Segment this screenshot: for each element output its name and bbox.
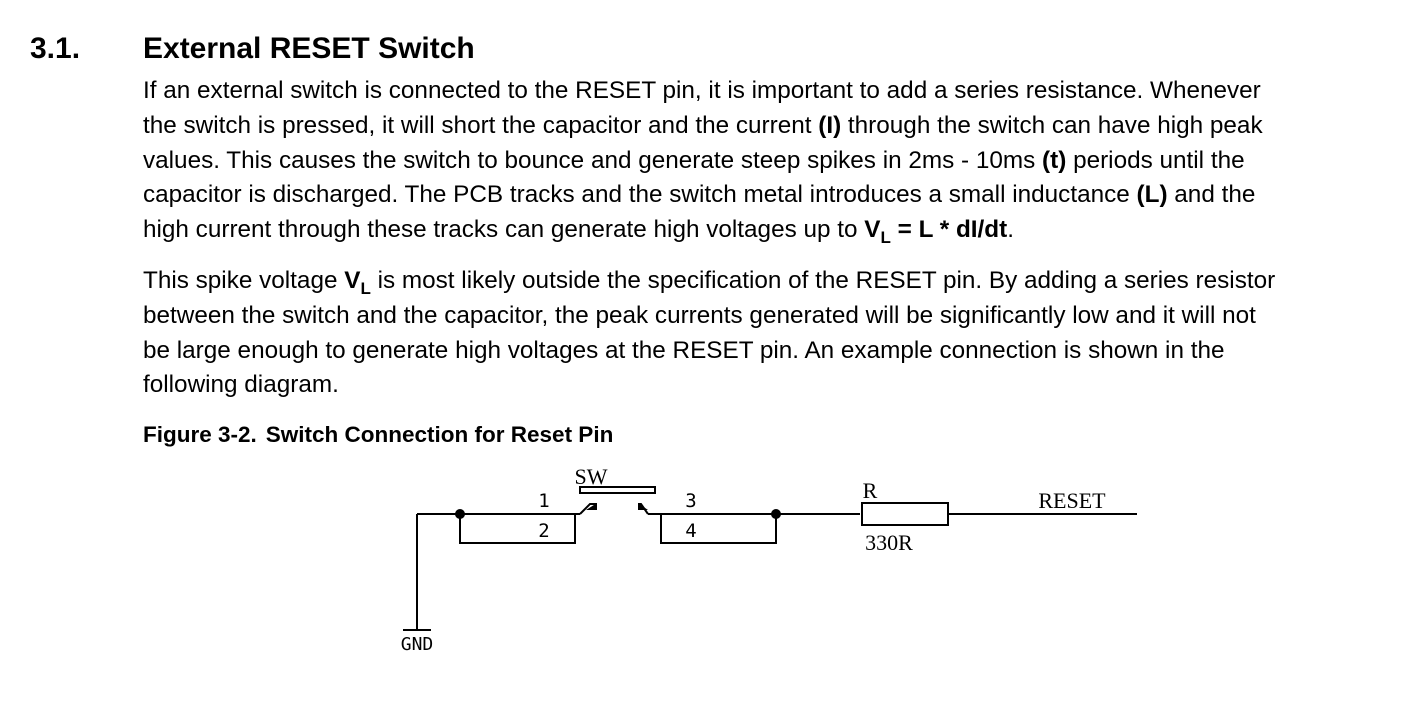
- figure-number: Figure 3-2.: [143, 422, 257, 447]
- paragraph-line: the switch is pressed, it will short the…: [143, 109, 1263, 144]
- text-run: is most likely outside the specification…: [370, 267, 1276, 294]
- figure-caption: Figure 3-2. Switch Connection for Reset P…: [143, 421, 613, 449]
- text-run: This spike voltage: [143, 267, 345, 294]
- paragraph-line: high current through these tracks can ge…: [143, 213, 1263, 248]
- paragraph-line: between the switch and the capacitor, th…: [143, 299, 1275, 334]
- formula-text: = L * dI/dt: [890, 216, 1008, 244]
- switch-contact-left: [579, 503, 597, 515]
- switch-contact-tip-left: [586, 503, 597, 510]
- paragraph-line: be large enough to generate high voltage…: [143, 334, 1275, 369]
- reset-net-label: RESET: [1038, 488, 1106, 513]
- pin-3-label: 3: [685, 490, 696, 512]
- pin2-wire: [459, 514, 576, 544]
- junction-dot-left: [455, 509, 465, 519]
- paragraph-line: capacitor is discharged. The PCB tracks …: [143, 178, 1263, 213]
- resistor-name-label: R: [863, 478, 878, 503]
- text-run: If an external switch is connected to th…: [143, 77, 1261, 104]
- paragraph-reset-switch-intro: If an external switch is connected to th…: [143, 74, 1263, 248]
- section-title: External RESET Switch: [143, 32, 475, 65]
- voltage-formula: VL: [344, 267, 371, 298]
- switch-label: SW: [575, 464, 608, 489]
- voltage-subscript: L: [360, 279, 371, 298]
- current-symbol: (I): [818, 111, 842, 139]
- text-run: high current through these tracks can ge…: [143, 216, 865, 244]
- text-run: values. This causes the switch to bounce…: [143, 146, 1043, 174]
- figure-title: Switch Connection for Reset Pin: [265, 422, 614, 447]
- text-run: .: [1007, 216, 1014, 244]
- text-run: through the switch can have high peak: [841, 111, 1263, 139]
- switch-actuator: [579, 486, 656, 494]
- pin-4-label: 4: [685, 520, 696, 542]
- text-run: and the: [1167, 181, 1256, 209]
- paragraph-line: following diagram.: [143, 368, 1275, 403]
- text-run: be large enough to generate high voltage…: [143, 336, 1225, 364]
- paragraph-line: values. This causes the switch to bounce…: [143, 144, 1263, 179]
- text-run: the switch is pressed, it will short the…: [143, 111, 819, 139]
- pin-1-label: 1: [538, 490, 549, 512]
- switch-contact-tip-right: [638, 503, 648, 510]
- resistor-body: [861, 502, 949, 526]
- time-symbol: (t): [1042, 146, 1067, 174]
- voltage-symbol: V: [344, 267, 361, 294]
- resistor-value-label: 330R: [865, 530, 913, 555]
- gnd-net-label: GND: [401, 634, 434, 655]
- paragraph-series-resistor: This spike voltage VL is most likely out…: [143, 264, 1275, 403]
- paragraph-line: If an external switch is connected to th…: [143, 74, 1263, 109]
- voltage-subscript: L: [880, 228, 891, 248]
- voltage-symbol: V: [864, 216, 881, 244]
- junction-dot-right: [771, 509, 781, 519]
- paragraph-line: This spike voltage VL is most likely out…: [143, 264, 1275, 299]
- text-run: between the switch and the capacitor, th…: [143, 301, 1256, 329]
- section-number: 3.1.: [30, 32, 81, 65]
- inductance-symbol: (L): [1136, 181, 1168, 209]
- pin4-wire: [660, 514, 777, 544]
- voltage-formula: VL = L * dI/dt: [864, 216, 1008, 247]
- text-run: following diagram.: [143, 371, 339, 399]
- text-run: capacitor is discharged. The PCB tracks …: [143, 181, 1137, 209]
- text-run: periods until the: [1066, 146, 1245, 174]
- pin-2-label: 2: [538, 520, 549, 542]
